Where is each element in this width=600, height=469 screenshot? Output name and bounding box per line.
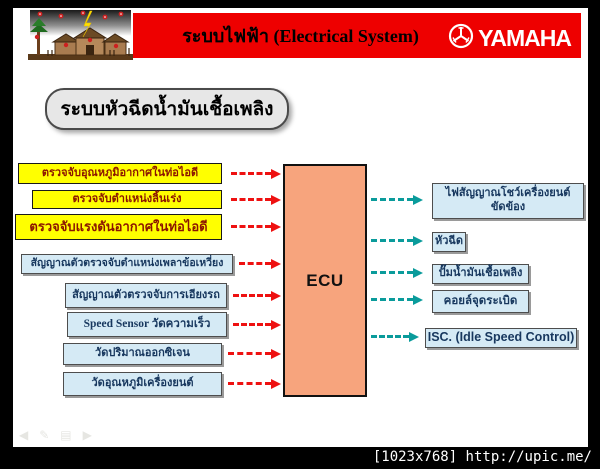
next-slide-icon[interactable]: ▶ xyxy=(82,428,92,442)
input-box-throttle-position: ตรวจจับตำแหน่งลิ้นเร่ง xyxy=(32,190,222,209)
input-arrow-3 xyxy=(231,221,281,232)
yamaha-tuning-fork-icon xyxy=(448,23,474,54)
output-arrow-4 xyxy=(371,294,423,305)
output-box-injector: หัวฉีด xyxy=(432,232,466,252)
previous-slide-icon[interactable]: ◀ xyxy=(19,428,29,442)
output-box-malfunction-light: ไฟสัญญาณโชว์เครื่องยนต์ ขัดข้อง xyxy=(432,183,584,219)
output-arrow-1 xyxy=(371,194,423,205)
input-arrow-2 xyxy=(231,194,281,205)
village-lightning-clipart xyxy=(28,10,133,62)
output-arrow-5 xyxy=(371,331,419,342)
input-box-oxygen-sensor: วัดปริมาณออกซิเจน xyxy=(63,343,222,365)
yamaha-logo: YAMAHA xyxy=(448,23,572,54)
presenter-controls: ◀ ✎ ▤ ▶ xyxy=(19,428,92,442)
input-arrow-1 xyxy=(231,168,281,179)
input-box-intake-air-pressure: ตรวจจับแรงดันอากาศในท่อไอดี xyxy=(15,214,222,240)
input-box-intake-air-temp: ตรวจจับอุณหภูมิอากาศในท่อไอดี xyxy=(18,163,222,184)
pen-tool-icon[interactable]: ✎ xyxy=(39,428,50,442)
input-box-speed-sensor: Speed Sensor วัดความเร็ว xyxy=(67,312,227,337)
input-arrow-4 xyxy=(239,258,281,269)
image-host-caption: [1023x768] http://upic.me/ xyxy=(372,449,592,465)
yamaha-wordmark: YAMAHA xyxy=(478,25,572,51)
input-arrow-8 xyxy=(228,378,281,389)
slide-menu-icon[interactable]: ▤ xyxy=(60,428,72,442)
slide-title: ระบบหัวฉีดน้ำมันเชื้อเพลิง xyxy=(45,88,289,130)
ecu-box: ECU xyxy=(283,164,367,397)
input-box-lean-angle-sensor: สัญญาณตัวตรวจจับการเอียงรถ xyxy=(65,283,227,308)
output-box-ignition-coil: คอยล์จุดระเบิด xyxy=(432,290,529,313)
input-arrow-7 xyxy=(228,348,281,359)
presentation-slide: ระบบไฟฟ้า (Electrical System) YAMAHA xyxy=(13,8,588,447)
output-box-malfunction-light-line2: ขัดข้อง xyxy=(490,201,526,213)
input-arrow-5 xyxy=(233,290,281,301)
input-arrow-6 xyxy=(233,319,281,330)
input-box-crankshaft-position: สัญญาณตัวตรวจจับตำแหน่งเพลาข้อเหวี่ยง xyxy=(21,254,233,274)
output-box-fuel-pump: ปั๊มน้ำมันเชื้อเพลิง xyxy=(432,264,529,284)
output-arrow-3 xyxy=(371,267,423,278)
output-box-malfunction-light-line1: ไฟสัญญาณโชว์เครื่องยนต์ xyxy=(445,187,571,200)
output-arrow-2 xyxy=(371,235,423,246)
page-title: ระบบไฟฟ้า (Electrical System) xyxy=(182,26,419,46)
input-box-engine-temp: วัดอุณหภูมิเครื่องยนต์ xyxy=(63,372,222,396)
output-box-isc: ISC. (Idle Speed Control) xyxy=(425,328,577,348)
